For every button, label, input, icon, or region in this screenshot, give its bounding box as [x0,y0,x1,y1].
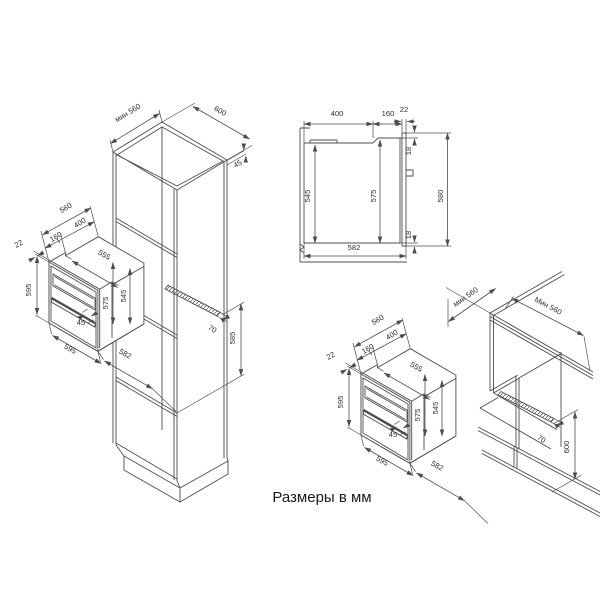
dim-label: 22 [400,105,408,114]
dim-label: 595 [63,342,78,356]
dim-label: 70 [535,433,547,445]
dim-label: 575 [101,297,110,310]
dim-label: 22 [13,238,25,250]
dim-label: Мин 560 [533,295,563,317]
dim-label: 70 [206,323,218,335]
dim-label: 22 [325,350,337,362]
dim-label: 400 [72,216,87,230]
dim-label: 545 [431,402,440,415]
side-view-drawing [299,119,451,263]
vent-gap-hatch [164,284,221,317]
dim-label: 580 [436,190,445,203]
dim-label: 600 [213,104,228,118]
dim-label: 585 [228,332,237,345]
dim-label: 545 [303,190,312,203]
dim-label: мин 560 [113,102,142,125]
dim-label: 400 [331,109,344,118]
dim-label: 582 [348,243,361,252]
tall-unit-drawing [30,102,253,503]
caption: Размеры в мм [272,489,371,506]
vent-gap-hatch [497,390,555,423]
dim-label: 400 [384,328,399,342]
dim-label: 595 [24,284,33,297]
dim-label: 575 [413,409,422,422]
side-view-outline [299,127,414,263]
dim-label: 575 [369,190,378,203]
side-view-labels: 400 160 22 18 545 575 580 18 582 [303,105,445,252]
dim-label: 582 [430,459,445,473]
dim-label: 160 [382,109,395,118]
dim-label: 18 [404,147,413,155]
dim-label: 595 [336,396,345,409]
dim-label: 160 [48,230,63,244]
dim-label: 45 [77,318,85,327]
dim-label: 560 [58,201,73,215]
dim-label: 595 [375,454,390,468]
dim-label: мин 560 [451,285,479,309]
dim-label: 18 [404,231,413,239]
base-unit-drawing [342,271,600,524]
dim-label: 160 [360,342,375,356]
dim-label: 45 [232,158,244,170]
dim-label: 545 [119,290,128,303]
dim-label: 600 [562,441,571,454]
dim-label: 45 [389,430,397,439]
dim-label: 560 [370,313,385,327]
base-cabinet-outline [477,271,600,517]
dim-label: 582 [118,347,133,361]
